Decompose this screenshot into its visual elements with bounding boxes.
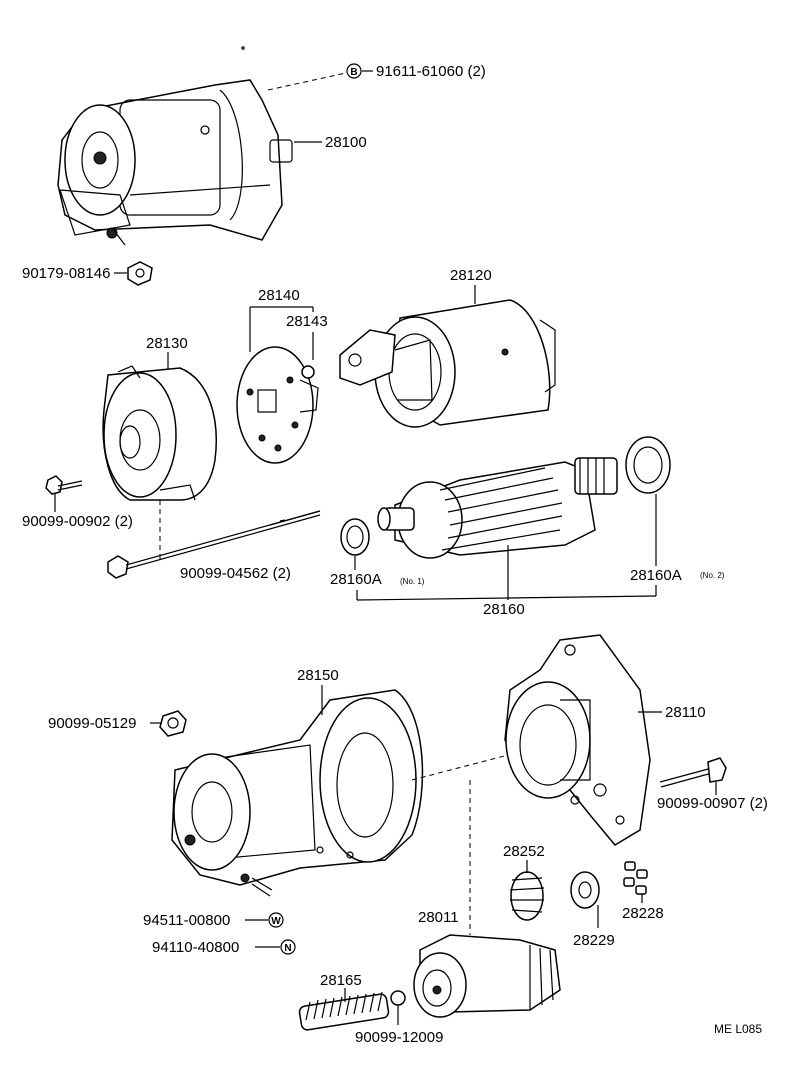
marker-n: N [280, 939, 296, 955]
nut-90179-illustration [127, 261, 153, 286]
part-label-28130: 28130 [146, 335, 188, 352]
part-label-28150: 28150 [297, 667, 339, 684]
part-label-90099-05129: 90099-05129 [48, 715, 136, 732]
svg-text:W: W [271, 916, 281, 927]
part-label-28143: 28143 [286, 313, 328, 330]
leader-91611 [267, 72, 347, 91]
brush-holder-illustration [236, 346, 319, 464]
svg-text:B: B [350, 67, 357, 78]
part-label-90099-04562: 90099-04562 (2) [180, 565, 291, 582]
part-label-28165: 28165 [320, 972, 362, 989]
bracket-28160-h [356, 595, 657, 601]
starter-clutch-illustration [413, 934, 561, 1018]
svg-text:N: N [284, 943, 291, 954]
roller-pins-illustration [623, 861, 648, 895]
part-label-90099-12009: 90099-12009 [355, 1029, 443, 1046]
part-label-28100: 28100 [325, 134, 367, 151]
bolt-90099-00907-illustration [659, 757, 727, 788]
boot-90099-05129-illustration [159, 710, 187, 737]
speck [241, 46, 245, 50]
dash-housing [411, 754, 509, 781]
part-note-no1: (No. 1) [400, 577, 425, 586]
part-label-28252: 28252 [503, 843, 545, 860]
part-label-28110: 28110 [665, 704, 706, 721]
part-label-94110-40800: 94110-40800 [152, 939, 239, 956]
part-label-90099-00902: 90099-00902 (2) [22, 513, 133, 530]
armature-illustration [377, 457, 618, 559]
bearing-no1-illustration [340, 518, 370, 556]
through-bolt-illustration [107, 510, 321, 579]
bolt-90099-00902-illustration [45, 475, 83, 495]
retainer-illustration [570, 871, 600, 909]
part-note-no2: (No. 2) [700, 571, 725, 580]
ball-90099-12009 [390, 990, 406, 1006]
part-label-28120: 28120 [450, 267, 492, 284]
footer-code: ME L085 [714, 1022, 762, 1036]
starter-assembly-illustration [57, 79, 293, 246]
solenoid-housing-illustration [171, 689, 424, 897]
part-label-28229: 28229 [573, 932, 615, 949]
spring-illustration [298, 991, 390, 1031]
part-label-90179-08146: 90179-08146 [22, 265, 110, 282]
marker-b: B [346, 63, 362, 79]
part-label-28160a-no1: 28160A [330, 571, 382, 588]
end-frame-28130-illustration [102, 365, 217, 501]
bearing-no2-illustration [625, 436, 671, 494]
part-label-28160: 28160 [483, 601, 525, 618]
part-label-28011: 28011 [418, 909, 459, 926]
part-label-28140: 28140 [258, 287, 300, 304]
part-label-94511-00800: 94511-00800 [143, 912, 230, 929]
drive-housing-illustration [504, 634, 651, 846]
idler-gear-illustration [509, 871, 545, 921]
marker-w: W [268, 912, 284, 928]
part-label-90099-00907: 90099-00907 (2) [657, 795, 768, 812]
part-label-28160a-no2: 28160A [630, 567, 682, 584]
field-frame-illustration [339, 299, 556, 428]
part-label-28228: 28228 [622, 905, 664, 922]
part-label-91611-61060: 91611-61060 (2) [376, 63, 486, 80]
